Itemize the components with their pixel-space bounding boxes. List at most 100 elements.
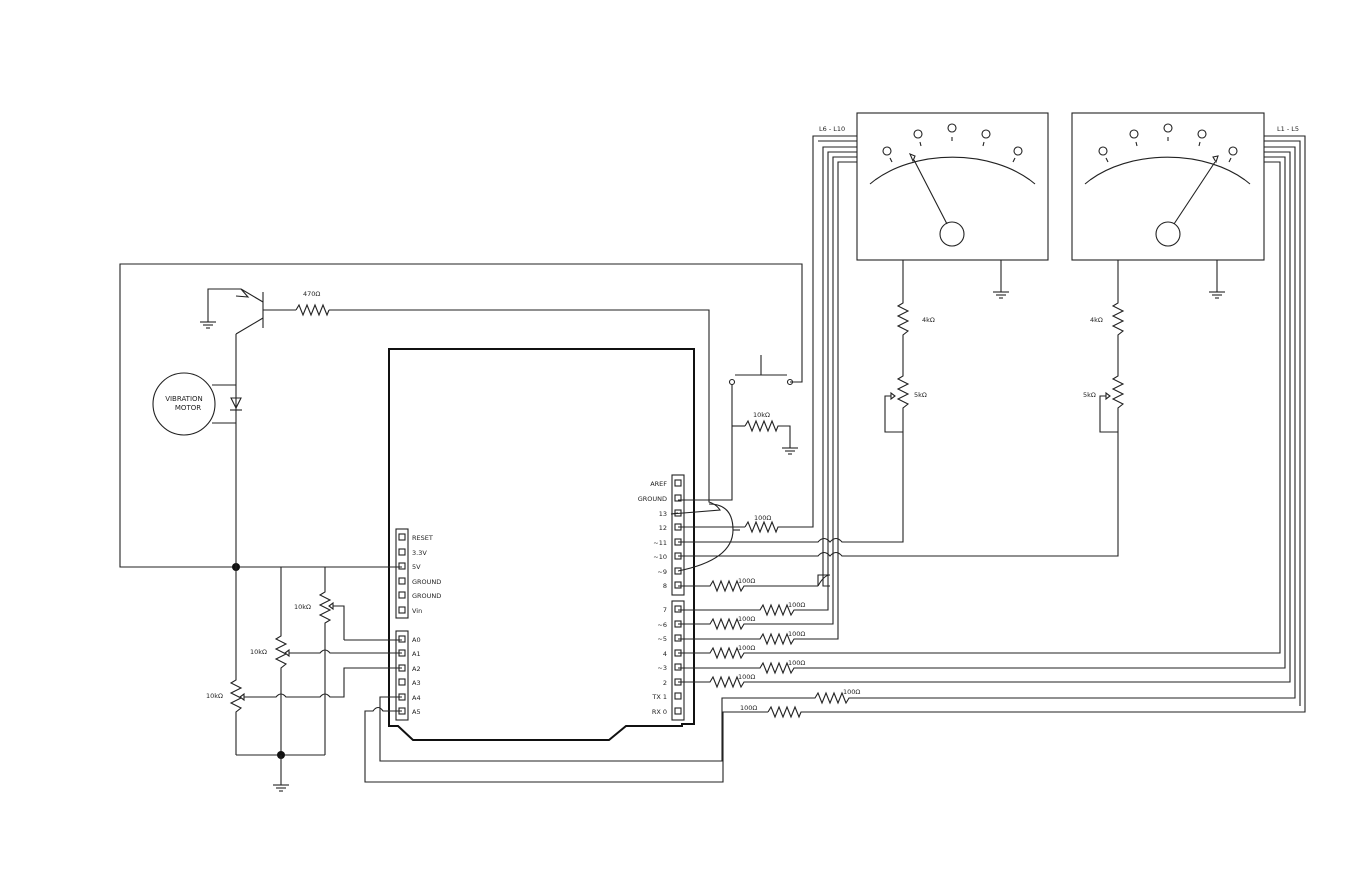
digital-header-bottom: [671, 600, 685, 721]
pin-3: ~3: [657, 664, 667, 672]
label-resistor-pin6: 100Ω: [738, 615, 755, 623]
push-button: [728, 355, 794, 386]
pin-9: ~9: [657, 568, 667, 576]
label-resistor-pin13: 100Ω: [754, 514, 771, 522]
pot-a2: [229, 567, 245, 755]
label-resistor-pulldown: 10kΩ: [753, 411, 770, 419]
pin-a1: A1: [412, 650, 421, 658]
pin-a0: A0: [412, 636, 421, 644]
label-resistor-meter-left: 4kΩ: [922, 316, 935, 324]
label-resistor-pin7: 100Ω: [788, 601, 805, 609]
pin-ground-3: GROUND: [638, 495, 667, 503]
resistor-pin6: [678, 156, 857, 631]
pin-8: 8: [663, 582, 667, 590]
label-pot-a1: 10kΩ: [250, 648, 267, 656]
pin-ground-2: GROUND: [412, 592, 441, 600]
label-resistor-pin5: 100Ω: [788, 630, 805, 638]
wire-button-pin: [678, 384, 733, 501]
resistor-pin3: [678, 156, 1286, 675]
pin-5v: 5V: [412, 563, 421, 571]
resistor-base: [295, 303, 330, 317]
label-pot-meter-right: 5kΩ: [1083, 391, 1096, 399]
label-resistor-pin8: 100Ω: [738, 577, 755, 585]
pot-meter-left: [884, 391, 903, 433]
pin-13: 13: [659, 510, 667, 518]
wire-pin10-meter-right: [678, 432, 1119, 557]
ground-symbol-meter-left: [993, 291, 1009, 299]
wire-a5: [364, 706, 768, 783]
vibration-motor: [152, 372, 216, 436]
pin-tx: TX 1: [651, 693, 667, 701]
wire-pin9-arc: [677, 503, 734, 572]
outer-supply-wire: [119, 263, 803, 568]
ground-symbol-main: [273, 784, 289, 792]
pin-vin: Vin: [412, 607, 422, 615]
pin-7: 7: [663, 606, 667, 614]
resistor-pulldown: [744, 419, 791, 448]
resistor-pin2: [678, 151, 1291, 689]
label-pot-meter-left: 5kΩ: [914, 391, 927, 399]
label-resistor-base: 470Ω: [303, 290, 320, 298]
ground-symbol-meter-right: [1209, 291, 1225, 299]
pin-a4: A4: [412, 694, 421, 702]
transistor-symbol: [207, 288, 264, 335]
resistor-meter-left: [896, 260, 910, 432]
diode-symbol: [230, 397, 242, 411]
wire-pin8-meter: [822, 146, 857, 587]
pot-meter-right: [1099, 391, 1118, 433]
pin-aref: AREF: [650, 480, 667, 488]
wire-a4: [379, 696, 792, 762]
resistor-meter-right: [1111, 260, 1125, 432]
pin-4: 4: [663, 650, 667, 658]
pin-3v3: 3.3V: [412, 549, 427, 557]
analog-header: [395, 630, 409, 721]
label-resistor-pin4: 100Ω: [738, 644, 755, 652]
label-resistor-pin3: 100Ω: [788, 659, 805, 667]
pin-11: ~11: [653, 539, 667, 547]
pin-reset: RESET: [412, 534, 433, 542]
resistor-rx: [767, 135, 1306, 719]
resistor-tx: [792, 146, 1296, 705]
pin-10: ~10: [653, 553, 667, 561]
resistor-pin5: [678, 161, 857, 646]
resistor-pin7: [678, 151, 857, 617]
pin-2: 2: [663, 679, 667, 687]
label-pot-a0: 10kΩ: [294, 603, 311, 611]
pin-ground-1: GROUND: [412, 578, 441, 586]
pin-a3: A3: [412, 679, 421, 687]
analog-pin-squares: [398, 635, 406, 715]
ground-symbol-transistor: [200, 321, 216, 329]
label-motor-line1: VIBRATION: [165, 395, 203, 403]
label-meter-right: L1 - L5: [1277, 125, 1299, 133]
pot-a1: [274, 567, 290, 755]
digital-header-top: [671, 474, 685, 596]
pot-a0: [318, 567, 345, 755]
label-resistor-meter-right: 4kΩ: [1090, 316, 1103, 324]
meter-right: [1071, 112, 1265, 261]
pin-rx: RX 0: [652, 708, 667, 716]
pin-6: ~6: [657, 621, 667, 629]
resistor-pin13: [744, 135, 857, 534]
pin-a5: A5: [412, 708, 421, 716]
meter-left: [856, 112, 1049, 261]
pin-12: 12: [659, 524, 667, 532]
wire-meter-right-extra: [1264, 140, 1301, 706]
power-pin-squares: [398, 533, 406, 614]
resistor-pin8: [678, 579, 818, 593]
arduino-board: [388, 348, 695, 741]
ground-symbol-button: [782, 447, 798, 455]
label-pot-a2: 10kΩ: [206, 692, 223, 700]
label-resistor-rx: 100Ω: [740, 704, 757, 712]
label-resistor-pin2: 100Ω: [738, 673, 755, 681]
pin-5: ~5: [657, 635, 667, 643]
label-resistor-tx: 100Ω: [843, 688, 860, 696]
label-motor-line2: MOTOR: [175, 404, 201, 412]
wire-a2: [244, 667, 402, 698]
power-header: [395, 528, 409, 619]
resistor-pin4: [678, 161, 1281, 660]
digital-bottom-pin-squares: [674, 605, 682, 715]
digital-top-pin-squares: [674, 479, 682, 589]
wire-pin11-meter-left: [678, 432, 904, 543]
wire-a1: [289, 649, 402, 654]
